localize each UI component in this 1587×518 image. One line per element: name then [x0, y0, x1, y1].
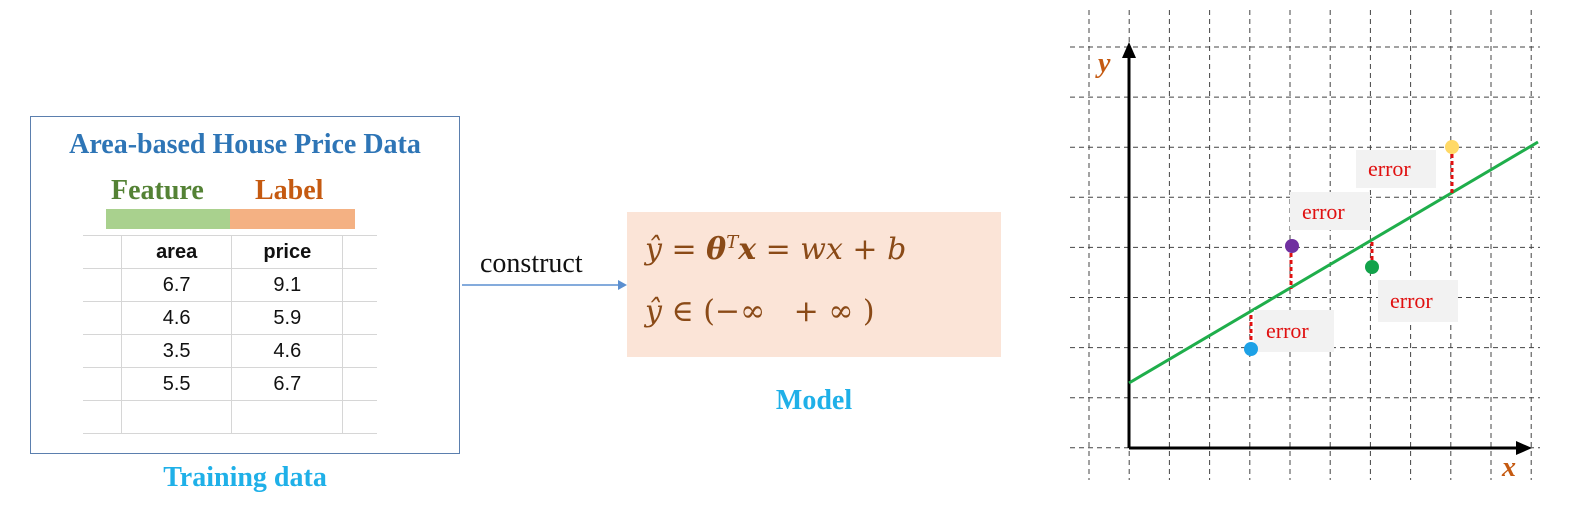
table-cell: 3.5 — [120, 334, 232, 368]
table-cell: 5.9 — [231, 301, 344, 335]
feature-heading: Feature — [111, 175, 204, 206]
arrow-right-icon — [462, 280, 627, 290]
data-point-yellow — [1445, 140, 1459, 154]
table-cell: 9.1 — [231, 268, 344, 302]
error-label-bg — [1254, 310, 1334, 352]
table-row — [83, 400, 377, 434]
table-row: 6.7 9.1 — [83, 268, 377, 302]
plot-grid — [1070, 10, 1540, 480]
training-data-panel: Area-based House Price Data Feature Labe… — [30, 116, 460, 454]
x-axis-label: x — [1501, 452, 1516, 483]
data-table: area price 6.7 9.1 4.6 5.9 3.5 4.6 5.5 6… — [83, 235, 377, 434]
data-point-purple — [1285, 239, 1299, 253]
column-header-area: area — [120, 235, 232, 269]
table-cell: 4.6 — [120, 301, 232, 335]
fit-line — [1128, 140, 1539, 385]
table-row: 4.6 5.9 — [83, 301, 377, 335]
table-cell — [231, 400, 344, 434]
training-data-caption: Training data — [163, 462, 327, 493]
model-caption: Model — [775, 385, 853, 416]
label-heading: Label — [255, 175, 324, 206]
model-formula: ŷ = θTx = wx + b — [645, 232, 907, 267]
table-cell: 6.7 — [120, 268, 232, 302]
construct-label: construct — [480, 248, 583, 279]
data-title: Area-based House Price Data — [69, 129, 421, 160]
label-color-band — [230, 209, 355, 229]
model-box: ŷ = θTx = wx + b ŷ ∈ (−∞ + ∞ ) — [627, 212, 1001, 357]
table-cell — [120, 400, 232, 434]
table-cell: 4.6 — [231, 334, 344, 368]
error-label: error — [1390, 288, 1433, 313]
error-label-bg — [1356, 150, 1436, 188]
table-cell: 6.7 — [231, 367, 344, 401]
y-axis-arrow — [1122, 42, 1136, 58]
table-row: 5.5 6.7 — [83, 367, 377, 401]
error-label: error — [1368, 156, 1411, 181]
column-header-price: price — [231, 235, 344, 269]
table-cell: 5.5 — [120, 367, 232, 401]
error-label-bg — [1290, 192, 1370, 230]
feature-color-band — [106, 209, 230, 229]
error-label: error — [1302, 199, 1345, 224]
data-point-blue — [1244, 342, 1258, 356]
regression-plot: y x error error error error — [1070, 10, 1540, 483]
output-range-formula: ŷ ∈ (−∞ + ∞ ) — [645, 294, 875, 329]
y-axis-label: y — [1095, 48, 1111, 79]
error-label: error — [1266, 318, 1309, 343]
x-axis-arrow — [1516, 441, 1532, 455]
data-point-green — [1365, 260, 1379, 274]
table-header-row: area price — [83, 235, 377, 269]
error-label-bg — [1378, 280, 1458, 322]
table-row: 3.5 4.6 — [83, 334, 377, 368]
